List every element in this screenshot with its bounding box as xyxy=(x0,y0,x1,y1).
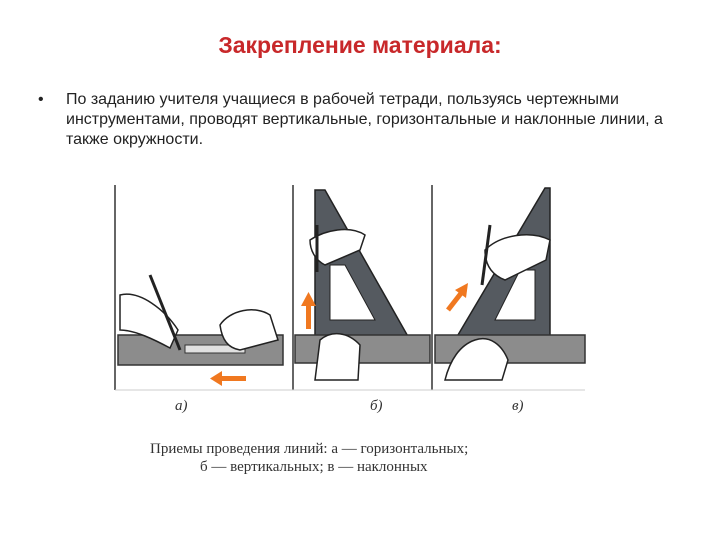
label-a: а) xyxy=(175,398,188,414)
bullet-item: • По заданию учителя учащиеся в рабочей … xyxy=(38,90,678,150)
caption-line-1: Приемы проведения линий: а — горизонталь… xyxy=(150,441,469,457)
arrow-left-icon xyxy=(220,376,246,381)
caption-line-2: б — вертикальных; в — наклонных xyxy=(200,459,428,475)
panel-b-vertical xyxy=(294,189,431,381)
arrow-diagonal-icon xyxy=(446,290,464,312)
arrow-up-icon xyxy=(306,305,311,329)
slide-title: Закрепление материала: xyxy=(218,32,502,58)
figure-caption: Приемы проведения линий: а — горизонталь… xyxy=(150,440,590,476)
panel-c-inclined xyxy=(434,187,586,381)
panel-a-horizontal xyxy=(117,274,284,386)
label-b: б) xyxy=(370,398,383,414)
bullet-marker: • xyxy=(38,91,44,108)
label-c: в) xyxy=(512,398,524,414)
drawing-techniques-illustration xyxy=(110,180,590,480)
bullet-text: По заданию учителя учащиеся в рабочей те… xyxy=(66,91,663,148)
